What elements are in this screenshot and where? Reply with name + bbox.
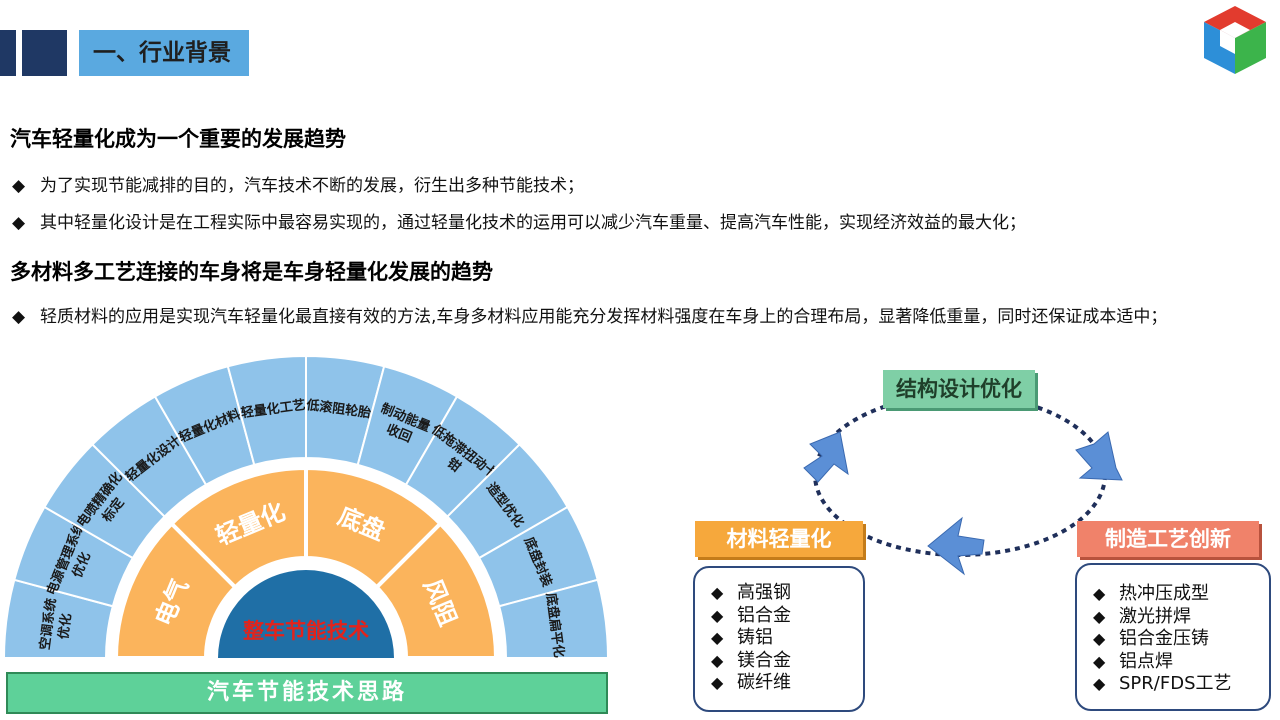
inner-segment xyxy=(304,465,444,591)
outer-segment xyxy=(153,365,256,487)
outer-segment xyxy=(497,578,610,659)
diamond-bullet-icon: ◆ xyxy=(1093,674,1106,693)
process-list: ◆热冲压成型 ◆激光拼焊 ◆铝合金压铸 ◆铝点焊 ◆SPR/FDS工艺 xyxy=(1093,583,1232,696)
outer-segment xyxy=(446,443,569,560)
outer-segment xyxy=(91,395,208,518)
inner-segment xyxy=(373,520,499,660)
energy-saving-fan-diagram: 空调系统优化电源管理系统优化电喷精确化标定轻量化设计轻量化材料轻量化工艺低滚阻轮… xyxy=(2,354,610,660)
center-label: 整车节能技术 xyxy=(243,619,369,643)
material-list: ◆高强钢 ◆铝合金 ◆铸铝 ◆镁合金 ◆碳纤维 xyxy=(711,582,791,695)
list-item: ◆铸铝 xyxy=(711,627,773,648)
list-item: ◆激光拼焊 xyxy=(1093,605,1191,627)
diamond-bullet-icon: ◆ xyxy=(12,213,26,233)
header-accent-block xyxy=(22,30,67,76)
material-lightweight-tag-bg xyxy=(695,521,863,557)
list-item: ◆镁合金 xyxy=(711,649,791,671)
list-item: ◆热冲压成型 xyxy=(1093,583,1209,604)
outer-segment xyxy=(43,443,166,560)
outer-segment xyxy=(404,395,521,518)
diamond-bullet-icon: ◆ xyxy=(711,673,724,692)
manufacturing-innovation-tag: 制造工艺创新 xyxy=(1077,521,1259,557)
list-item: ◆铝合金压铸 xyxy=(1093,628,1209,649)
cycle-arrow-left-icon xyxy=(927,516,985,576)
diamond-bullet-icon: ◆ xyxy=(12,307,26,327)
diamond-bullet-icon: ◆ xyxy=(1093,606,1106,626)
diamond-bullet-icon: ◆ xyxy=(12,176,26,196)
process-list-box: ◆热冲压成型 ◆激光拼焊 ◆铝合金压铸 ◆铝点焊 ◆SPR/FDS工艺 xyxy=(1075,563,1271,711)
section-title: 一、行业背景 xyxy=(79,30,249,76)
list-item: ◆铝点焊 xyxy=(1093,650,1173,672)
list-item: ◆铝合金 xyxy=(711,604,791,626)
material-lightweight-tag: 材料轻量化 xyxy=(695,521,863,557)
list-item: ◆碳纤维 xyxy=(711,672,791,693)
header-accent-bar xyxy=(0,30,16,76)
bullet-item-2: ◆其中轻量化设计是在工程实际中最容易实现的，通过轻量化技术的运用可以减少汽车重量… xyxy=(12,213,1026,233)
diamond-bullet-icon: ◆ xyxy=(711,605,724,625)
manufacturing-innovation-tag-bg xyxy=(1077,521,1259,557)
outer-segment-label: 空调系统优化 xyxy=(37,597,77,653)
diamond-bullet-icon: ◆ xyxy=(711,628,724,647)
material-list-box: ◆高强钢 ◆铝合金 ◆铸铝 ◆镁合金 ◆碳纤维 xyxy=(693,566,865,712)
cycle-arrow-down-icon xyxy=(1075,431,1123,481)
diamond-bullet-icon: ◆ xyxy=(1093,629,1106,648)
inner-segment xyxy=(113,520,239,660)
inner-segment xyxy=(168,465,308,591)
structure-design-tag: 结构设计优化 xyxy=(883,370,1035,408)
outer-segment xyxy=(477,505,599,608)
diamond-bullet-icon: ◆ xyxy=(711,583,724,602)
cycle-arrow-up-icon xyxy=(803,431,849,483)
bullet-item-1: ◆为了实现节能减排的目的，汽车技术不断的发展，衍生出多种节能技术； xyxy=(12,176,584,196)
bullet-item-3: ◆轻质材料的应用是实现汽车轻量化最直接有效的方法,车身多材料应用能充分发挥材料强… xyxy=(12,307,1168,327)
energy-saving-banner: 汽车节能技术思路 xyxy=(6,672,608,714)
list-item: ◆高强钢 xyxy=(711,582,791,603)
diamond-bullet-icon: ◆ xyxy=(1093,651,1106,671)
outer-segment xyxy=(356,365,459,487)
heading-trend: 汽车轻量化成为一个重要的发展趋势 xyxy=(10,127,346,151)
structure-design-tag-bg xyxy=(883,370,1035,408)
list-item: ◆SPR/FDS工艺 xyxy=(1093,673,1232,694)
company-logo xyxy=(1204,6,1266,74)
outer-segment xyxy=(226,354,307,467)
diamond-bullet-icon: ◆ xyxy=(711,650,724,670)
diamond-bullet-icon: ◆ xyxy=(1093,584,1106,603)
center-semicircle xyxy=(218,570,394,658)
outer-segment xyxy=(13,505,135,608)
heading-multi-material: 多材料多工艺连接的车身将是车身轻量化发展的趋势 xyxy=(10,260,493,284)
